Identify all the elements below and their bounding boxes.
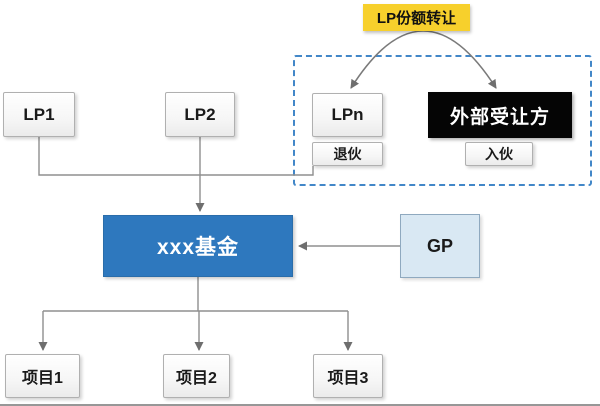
node-fund: xxx基金 [103,215,293,277]
node-project3-label: 项目3 [327,370,369,387]
node-lp2: LP2 [165,92,235,137]
node-external-transferee-label: 外部受让方 [449,106,550,128]
node-lpn: LPn [312,93,383,137]
node-gp: GP [400,214,480,278]
node-fund-label: xxx基金 [156,236,240,259]
edge-transfer-arc [350,30,497,89]
node-project1-label: 项目1 [22,370,63,387]
transfer-group-dashed-box [293,55,592,186]
node-lpn-label: LPn [331,105,364,124]
node-join-label: 入伙 [485,146,513,162]
node-withdraw: 退伙 [312,142,383,166]
transfer-badge-label: LP份额转让 [376,10,457,27]
node-project3: 项目3 [313,354,383,398]
node-project2: 项目2 [163,354,230,398]
transfer-badge: LP份额转让 [363,4,470,31]
node-project2-label: 项目2 [176,370,217,387]
edge-lp1-to-lpn [38,137,314,176]
edge-fund-stem [43,277,348,312]
node-lp1: LP1 [3,92,75,137]
node-project1: 项目1 [5,354,80,398]
node-lp2-label: LP2 [184,104,216,124]
node-external-transferee: 外部受让方 [428,92,572,138]
node-withdraw-label: 退伙 [333,146,362,162]
bottom-edge-line [0,404,600,406]
node-join: 入伙 [465,142,533,166]
node-gp-label: GP [426,235,453,256]
node-lp1-label: LP1 [23,104,55,124]
